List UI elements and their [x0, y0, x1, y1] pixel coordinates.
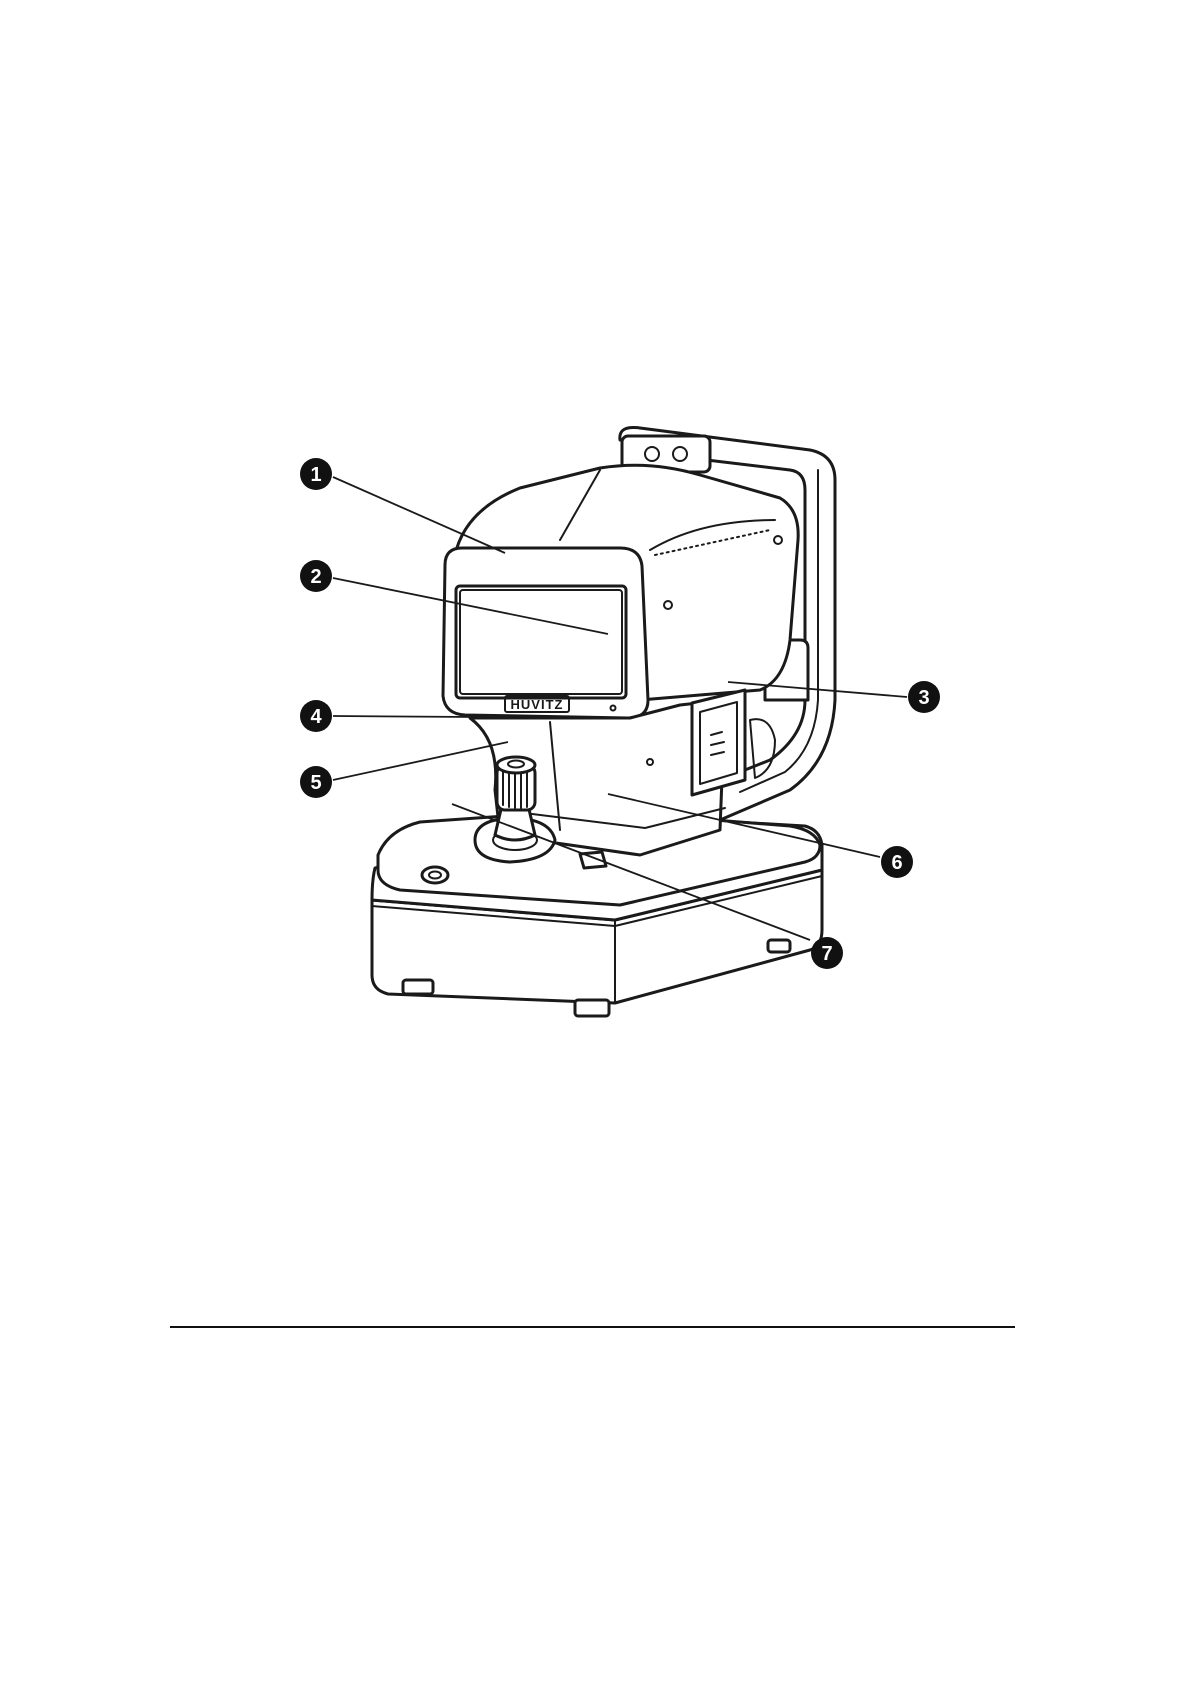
callout-number-6: 6	[891, 852, 902, 874]
callout-marker-4: 4	[300, 700, 332, 732]
callout-number-5: 5	[310, 772, 321, 794]
callout-marker-1: 1	[300, 458, 332, 490]
power-button-icon	[422, 867, 448, 883]
callout-marker-5: 5	[300, 766, 332, 798]
callout-number-4: 4	[310, 706, 322, 728]
lcd-screen	[456, 586, 626, 698]
callout-marker-7: 7	[811, 937, 843, 969]
page-divider-rule	[170, 1326, 1015, 1328]
callout-number-3: 3	[918, 687, 929, 709]
callout-number-1: 1	[310, 464, 321, 486]
callout-number-2: 2	[310, 566, 321, 588]
callout-marker-3: 3	[908, 681, 940, 713]
measuring-head: HUVITZ	[443, 465, 798, 718]
callout-marker-2: 2	[300, 560, 332, 592]
callout-marker-6: 6	[881, 846, 913, 878]
brand-logo: HUVITZ	[511, 697, 564, 712]
callout-number-7: 7	[821, 943, 832, 965]
leader-line-4	[333, 716, 475, 717]
leader-line-5	[333, 742, 508, 780]
